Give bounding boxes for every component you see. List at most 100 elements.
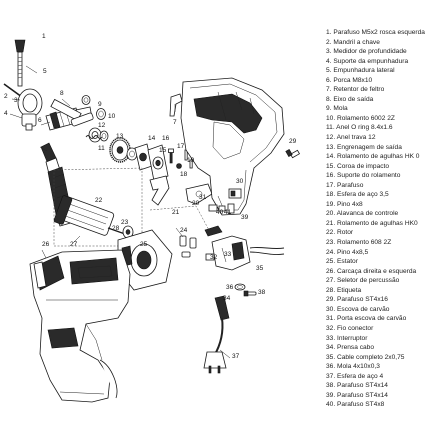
callout-number: 13: [116, 133, 124, 140]
callout-number: 3: [14, 97, 18, 104]
part-screw-ST4x8: [285, 148, 301, 159]
legend-item: 13. Engrenagem de saída: [326, 143, 402, 151]
part-screw-17: [168, 148, 174, 164]
callout-number: 7: [173, 119, 177, 126]
callout-number: 25: [140, 241, 148, 248]
part-spring: [85, 135, 103, 139]
part-power-cable: [203, 295, 230, 374]
legend-item: 15. Coroa de impacto: [326, 162, 390, 170]
leader-lines: [9, 65, 231, 359]
callout-number: 2: [4, 93, 8, 100]
legend-item: 27. Seletor de percussão: [326, 277, 400, 285]
legend-item: 22. Rotor: [326, 229, 354, 237]
callout-number: 17: [177, 143, 185, 150]
legend-item: 36. Mola 4x10x0,3: [326, 363, 380, 371]
legend-item: 1. Parafuso M5x2 rosca esquerda: [326, 29, 425, 36]
callout-number: 9: [98, 101, 102, 108]
callout-number: 39: [241, 214, 249, 221]
callout-number: 37: [232, 353, 240, 360]
legend-item: 17. Parafuso: [326, 181, 364, 189]
callout-number: 36: [226, 284, 234, 291]
part-housing-right-left: [180, 77, 285, 216]
legend-item: 10. Rolamento 6002 2Z: [326, 114, 395, 122]
callout-number: 19: [187, 157, 195, 164]
callout-number: 14: [148, 135, 156, 142]
legend-item: 11. Anel O ring 8.4x1.6: [326, 124, 393, 132]
legend-item: 18. Esfera de aço 3,5: [326, 191, 389, 199]
callout-number: 31: [199, 194, 207, 201]
callout-number: 24: [180, 227, 188, 234]
part-carbon-brush: [228, 188, 242, 199]
legend-item: 2. Mandril a chave: [326, 38, 380, 46]
callout-number: 8: [60, 90, 64, 97]
callout-number: 23: [121, 219, 129, 226]
callout-number: 29: [289, 138, 297, 145]
callout-number: 4: [4, 110, 8, 117]
legend-item: 26. Carcaça direita e esquerda: [326, 267, 417, 275]
callout-number: 32: [210, 254, 218, 261]
legend-item: 3. Medidor de profundidade: [326, 48, 407, 56]
legend-item: 29. Parafuso ST4x16: [326, 296, 388, 304]
legend-item: 6. Porca M8x10: [326, 76, 373, 84]
legend-item: 24. Pino 4x8,5: [326, 248, 369, 256]
callout-number: 33: [224, 251, 232, 258]
callout-number: 21: [172, 209, 180, 216]
part-steel-ball-18: [176, 163, 182, 169]
callout-number: 6: [38, 117, 42, 124]
legend-item: 16. Suporte do rolamento: [326, 172, 401, 180]
part-rotor: [53, 167, 211, 247]
part-output-gear: [109, 137, 131, 163]
callout-number: 12: [98, 122, 106, 129]
legend-item: 37. Esfera de aço 4: [326, 372, 384, 380]
legend-item: 38. Parafuso ST4x14: [326, 382, 388, 390]
part-bearing-support: [147, 144, 169, 182]
legend-item: 31. Porta escova de carvão: [326, 315, 407, 323]
callout-number: 34: [223, 295, 231, 302]
legend-item: 4. Suporte da empunhadura: [326, 57, 409, 65]
callout-number: 15: [159, 147, 167, 154]
legend-item: 14. Rolamento de agulhas HK 0: [326, 153, 420, 161]
part-o-ring: [99, 130, 109, 142]
parts-legend: 1. Parafuso M5x2 rosca esquerda 2. Mandri…: [326, 28, 430, 410]
callout-number: 16: [162, 135, 170, 142]
part-screw-38: [243, 290, 257, 297]
part-clip: [169, 93, 183, 117]
legend-item: 20. Alavanca de controle: [326, 210, 399, 218]
part-needle-bearing: [126, 147, 138, 161]
callout-number: 38: [258, 289, 266, 296]
legend-item: 30. Escova de carvão: [326, 305, 390, 313]
part-assembled-drill: [29, 249, 131, 403]
legend-item: 40. Parafuso ST4x8: [326, 401, 385, 409]
legend-item: 9. Mola: [326, 105, 348, 113]
legend-item: 12. Anel trava 12: [326, 134, 376, 142]
callout-number: 27: [70, 241, 78, 248]
legend-item: 21. Rolamento de agulhas HK0: [326, 219, 418, 227]
callout-number: 5: [43, 68, 47, 75]
legend-item: 32. Fio conector: [326, 324, 374, 332]
legend-item: 19. Pino 4x8: [326, 200, 363, 208]
part-bearing-6002: [88, 127, 102, 143]
legend-item: 23. Rolamento 608 2Z: [326, 239, 392, 247]
legend-item: 28. Etiqueta: [326, 286, 362, 294]
legend-item: 33. Interruptor: [326, 334, 368, 342]
callout-number: 20: [192, 200, 200, 207]
legend-item: 39. Parafuso ST4x14: [326, 391, 388, 399]
legend-item: 5. Empunhadura lateral: [326, 67, 395, 75]
callout-number: 40: [216, 209, 224, 216]
part-connector-wire: [204, 225, 285, 255]
part-handle-support: [17, 88, 43, 131]
part-control-lever: [149, 175, 213, 206]
part-felt-seal: [81, 95, 91, 105]
part-brush-holder: [208, 203, 235, 214]
callout-number: 41: [224, 209, 232, 216]
exploded-view-drawing: 1234567891011121314151617181920212223242…: [3, 33, 301, 403]
legend-item: 34. Prensa cabo: [326, 344, 375, 352]
part-spring-36: [234, 283, 246, 291]
part-output-shaft: [50, 98, 94, 127]
callout-number: 28: [112, 225, 120, 232]
callout-number: 22: [95, 197, 103, 204]
legend-item: 8. Eixo de saída: [326, 95, 374, 103]
legend-item: 35. Cable completo 2x0,75: [326, 353, 405, 361]
callout-number: 18: [180, 171, 188, 178]
callout-number: 10: [108, 113, 116, 120]
